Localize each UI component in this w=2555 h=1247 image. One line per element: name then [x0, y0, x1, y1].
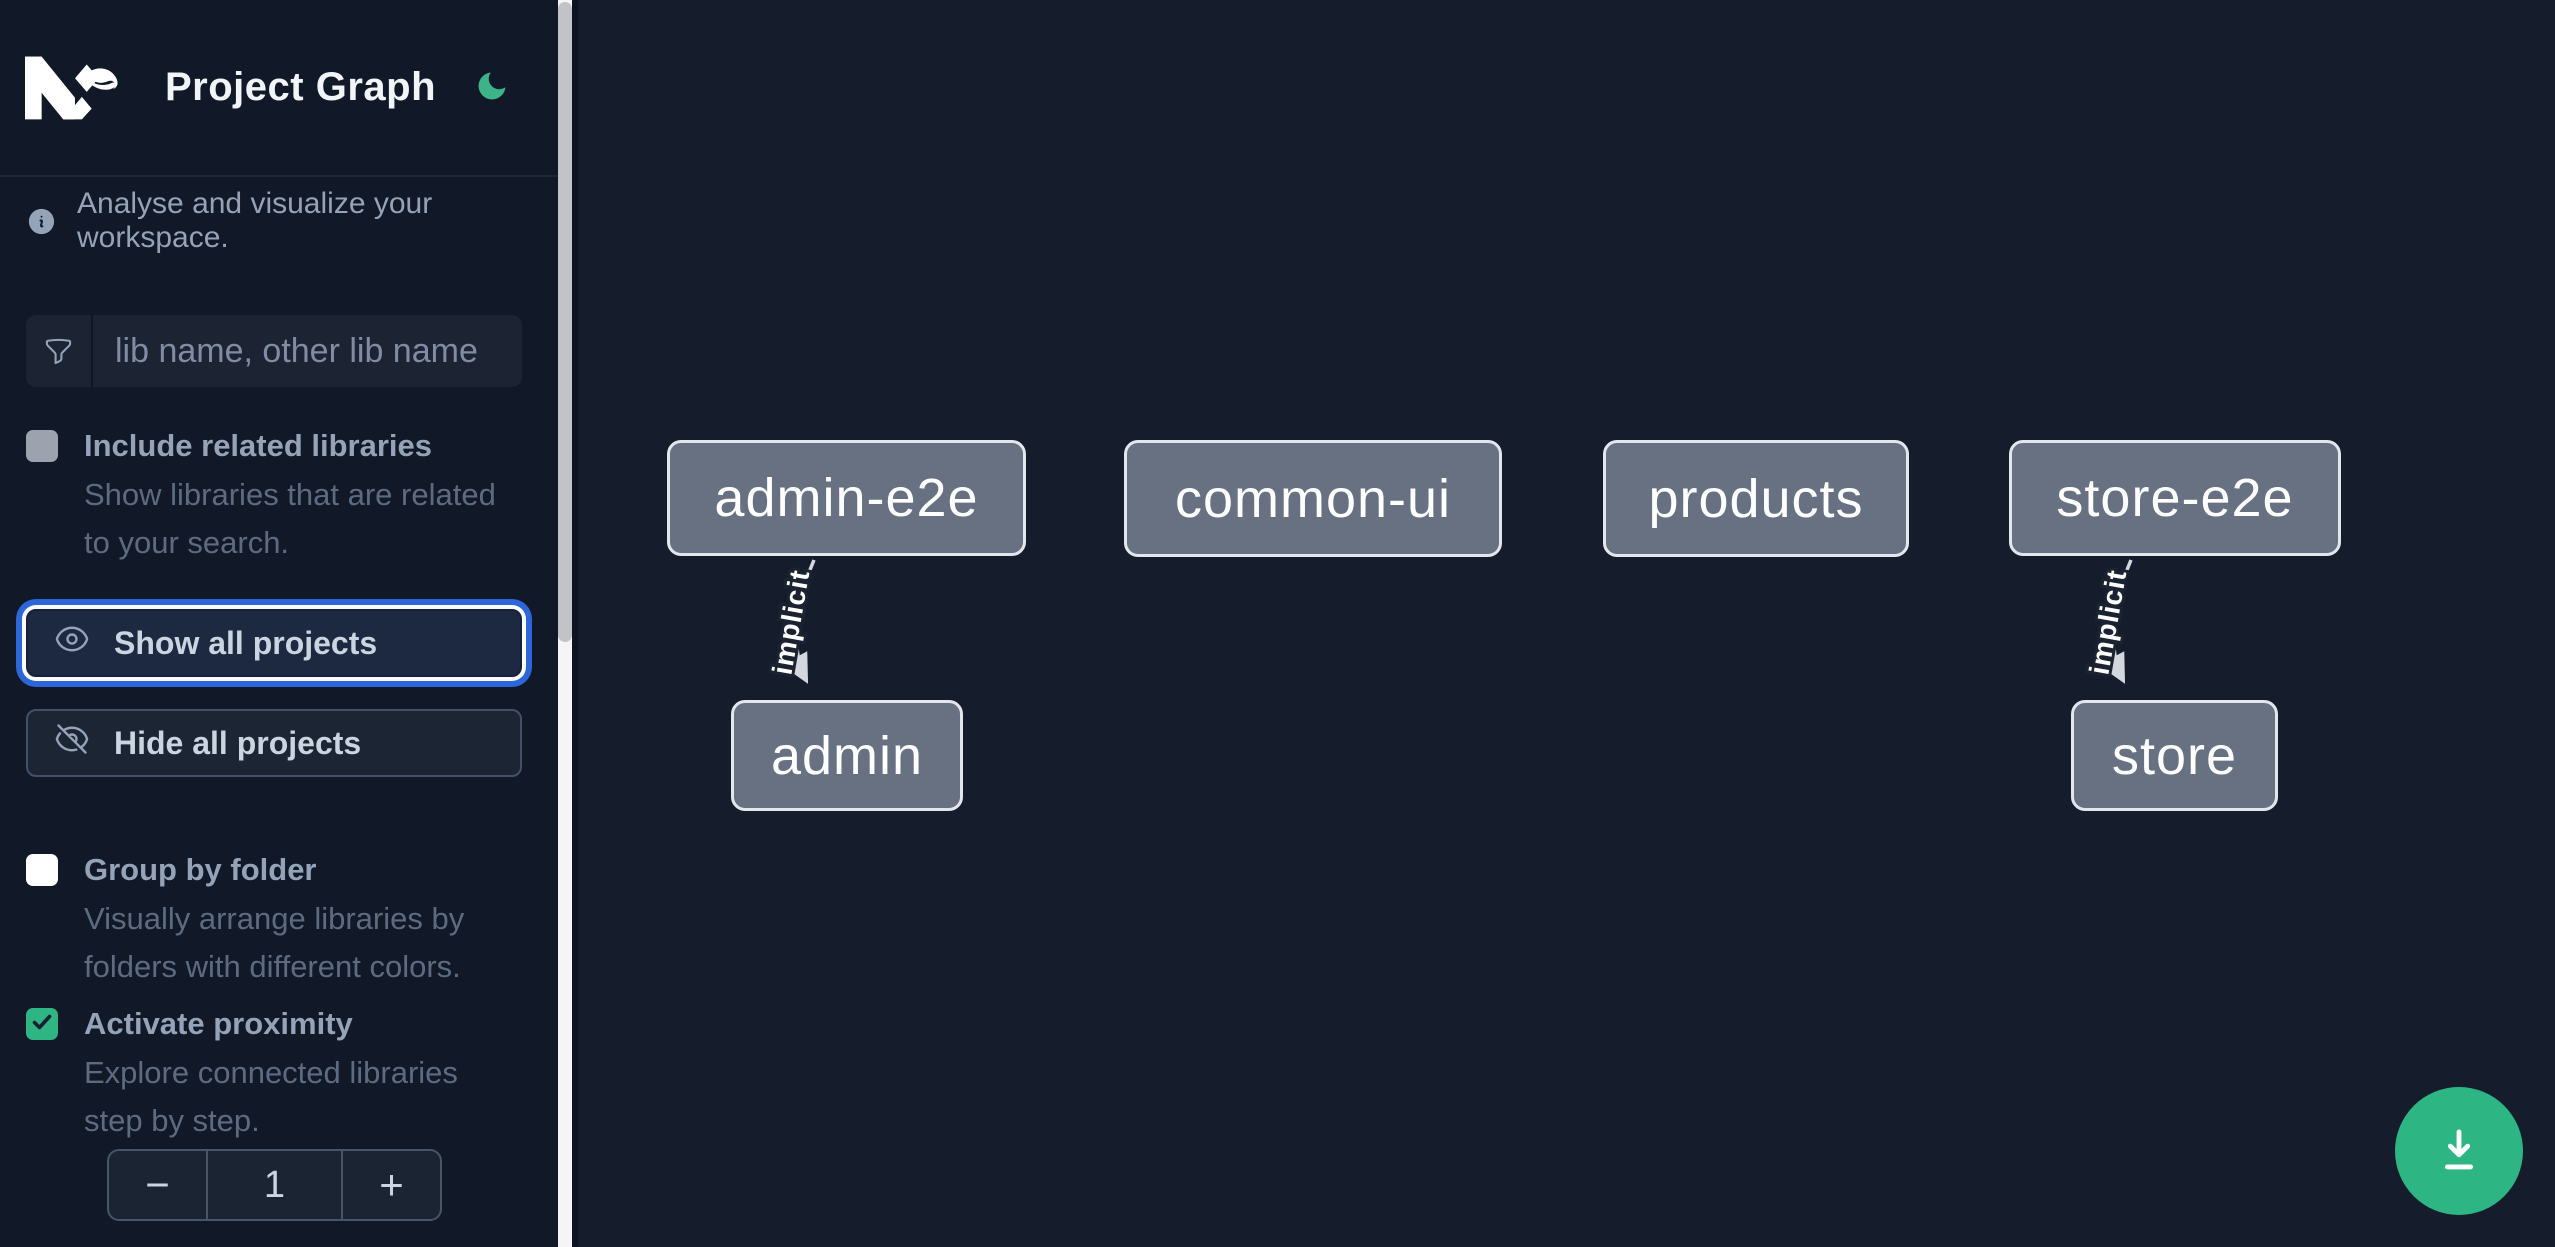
increment-button[interactable]: + — [343, 1151, 440, 1219]
nx-logo-icon — [25, 56, 123, 120]
sidebar-content: Analyse and visualize your workspace. In… — [0, 177, 558, 1221]
sidebar: Project Graph Analyse and visualize your… — [0, 0, 558, 1247]
sidebar-header: Project Graph — [0, 0, 558, 177]
activate-proximity-description: Explore connected libraries step by step… — [84, 1055, 458, 1138]
stepper-value: 1 — [206, 1151, 343, 1219]
show-all-projects-button[interactable]: Show all projects — [26, 609, 522, 677]
tagline-row: Analyse and visualize your workspace. — [26, 187, 522, 254]
activate-proximity-checkbox[interactable] — [26, 1008, 58, 1040]
graph-node-common-ui[interactable]: common-ui — [1124, 440, 1502, 557]
include-related-description: Show libraries that are related to your … — [84, 477, 496, 560]
activate-proximity-label[interactable]: Activate proximity — [84, 1006, 353, 1041]
edge-admin-e2e-to-admin — [781, 559, 816, 684]
group-by-folder-description: Visually arrange libraries by folders wi… — [84, 901, 465, 984]
sidebar-scrollbar[interactable] — [558, 0, 572, 1247]
graph-node-store-e2e[interactable]: store-e2e — [2009, 440, 2341, 556]
theme-toggle-button[interactable] — [470, 66, 514, 110]
edge-store-e2e-to-store — [2098, 559, 2133, 684]
show-all-projects-label: Show all projects — [114, 624, 378, 661]
tagline-text: Analyse and visualize your workspace. — [77, 187, 433, 254]
page-title: Project Graph — [165, 65, 437, 109]
edge-label-implicit-store: implicit — [2084, 567, 2133, 677]
filter-input[interactable] — [93, 315, 522, 387]
group-by-folder-row: Group by folder Visually arrange librari… — [26, 851, 522, 991]
sidebar-divider — [572, 0, 578, 1247]
download-graph-button[interactable] — [2395, 1087, 2523, 1215]
graph-node-admin[interactable]: admin — [731, 700, 963, 811]
include-related-row: Include related libraries Show libraries… — [26, 427, 522, 567]
group-by-folder-label[interactable]: Group by folder — [84, 852, 317, 887]
eye-off-icon — [54, 721, 90, 765]
include-related-checkbox[interactable] — [26, 430, 58, 462]
hide-all-projects-label: Hide all projects — [114, 724, 362, 761]
dependency-edges: implicit implicit — [764, 559, 2135, 684]
decrement-button[interactable]: − — [109, 1151, 206, 1219]
filter-box — [26, 315, 522, 387]
edge-label-implicit-admin: implicit — [767, 567, 816, 677]
download-icon — [2430, 1121, 2488, 1182]
include-related-label[interactable]: Include related libraries — [84, 428, 433, 463]
project-graph-canvas[interactable]: implicit implicit admin-e2e common-ui pr… — [578, 0, 2555, 1247]
checkmark-icon — [30, 1010, 54, 1039]
graph-node-products[interactable]: products — [1603, 440, 1909, 557]
funnel-icon — [26, 315, 93, 387]
moon-icon — [474, 68, 510, 107]
graph-node-admin-e2e[interactable]: admin-e2e — [667, 440, 1026, 556]
info-icon — [26, 206, 57, 237]
group-by-folder-checkbox[interactable] — [26, 854, 58, 886]
hide-all-projects-button[interactable]: Hide all projects — [26, 709, 522, 777]
activate-proximity-row: Activate proximity Explore connected lib… — [26, 1005, 522, 1145]
sidebar-scrollbar-thumb[interactable] — [558, 2, 572, 642]
proximity-depth-stepper: − 1 + — [107, 1149, 442, 1221]
eye-icon — [54, 621, 90, 665]
graph-node-store[interactable]: store — [2071, 700, 2278, 811]
